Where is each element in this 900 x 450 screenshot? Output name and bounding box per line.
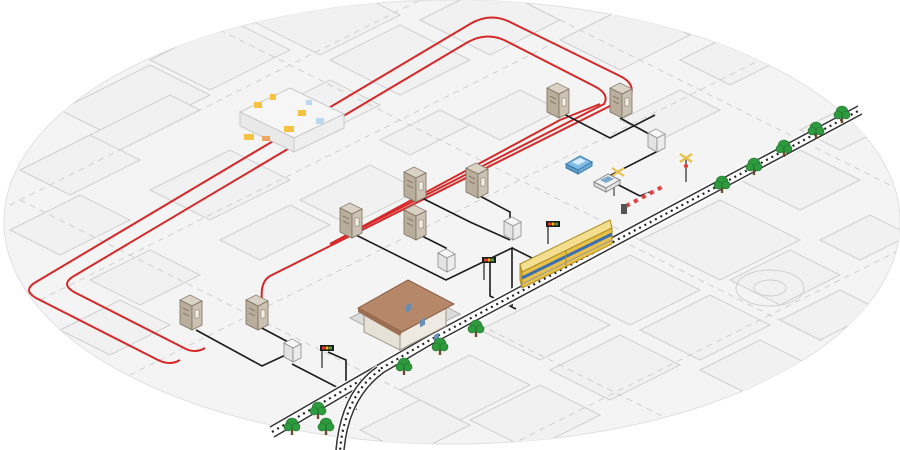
junction-box (437, 248, 456, 273)
junction-box (647, 128, 666, 153)
roadside-cabinet (546, 82, 570, 119)
roadside-cabinet (465, 162, 489, 199)
level-crossing-warning-sign (679, 153, 693, 182)
junction-box (503, 216, 522, 241)
roadside-cabinet (245, 294, 269, 331)
roadside-cabinet (403, 166, 427, 203)
fiber-ring-outer (28, 16, 633, 364)
level-crossing (611, 153, 693, 214)
car (592, 173, 622, 193)
roadside-cabinet (609, 82, 633, 119)
junction-box (283, 338, 302, 363)
level-crossing-warning-sign (611, 167, 625, 177)
passenger-train (519, 219, 613, 289)
railway-station (348, 279, 462, 351)
roadside-cabinet (403, 204, 427, 241)
roadside-cabinet (339, 202, 363, 239)
car (564, 155, 594, 175)
fiber-ring (28, 16, 633, 364)
level-crossing-barrier (625, 184, 665, 208)
control-center-office (238, 87, 346, 153)
fiber-ring-inner (66, 35, 607, 352)
roadside-cabinet (179, 294, 203, 331)
